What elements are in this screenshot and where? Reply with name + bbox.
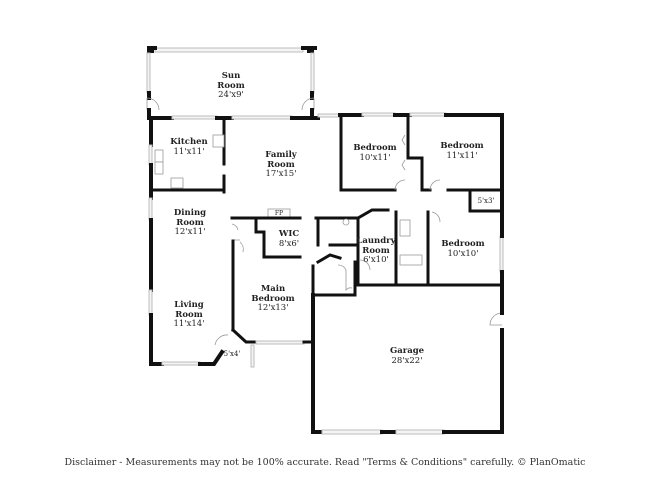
room-living-room: Living Room 11'x14' [173,300,205,330]
room-sun-room: Sun Room 24'x9' [217,71,245,101]
disclaimer-text: Disclaimer - Measurements may not be 100… [64,457,586,468]
room-dimensions: 11'x14' [173,319,205,329]
room-dimensions: 10'x10' [447,248,479,259]
room-dimensions: 17'x15' [265,169,297,179]
room-dimensions: 24'x9' [218,90,244,100]
room-name: Room [362,245,390,256]
fireplace-label: FP [275,209,283,219]
room-name: Room [175,309,203,320]
room-bedroom-3: Bedroom 10'x10' [441,239,485,259]
room-name: Bedroom [251,293,295,304]
room-name: Sun [221,71,241,81]
room-dimensions: 10'x11' [359,152,391,163]
room-main-bedroom: Main Bedroom 12'x13' [251,284,295,314]
room-name: Living [174,300,204,310]
room-dimensions: 5'x4' [223,350,241,358]
room-name: Bedroom [441,239,485,249]
room-dining-room: Dining Room 12'x11' [173,208,207,238]
room-name: Bedroom [353,143,397,153]
room-laundry-room: Laundry Room 6'x10' [356,236,396,266]
room-closet-5x4: 5'x4' [224,350,241,360]
room-name: Room [176,217,204,228]
room-name: Dining [173,208,207,218]
room-dimensions: 11'x11' [173,146,205,157]
room-dimensions: 8'x6' [278,238,300,249]
room-closet-5x3: 5'x3' [478,197,495,207]
room-family-room: Family Room 17'x15' [265,150,297,180]
room-name: Bedroom [440,141,484,151]
room-bedroom-1: Bedroom 10'x11' [353,143,397,163]
room-dimensions: 12'x13' [257,303,289,313]
room-dimensions: 12'x11' [174,227,206,237]
room-kitchen: Kitchen 11'x11' [170,137,208,157]
room-name: Family [265,150,297,160]
room-bedroom-2: Bedroom 11'x11' [440,141,484,161]
room-name: Room [267,159,295,170]
room-name: FP [274,210,284,217]
room-dimensions: 6'x10' [363,255,389,265]
main-house-walls [147,112,504,435]
room-name: Laundry [356,236,396,246]
room-dimensions: 11'x11' [446,150,478,161]
room-name: Main [260,284,286,294]
sun-room-walls [146,46,317,120]
room-name: Garage [389,346,425,356]
room-garage: Garage 28'x22' [389,346,425,366]
room-name: WIC [278,229,300,239]
room-dimensions: 28'x22' [391,355,423,366]
room-name: Room [217,80,245,91]
room-dimensions: 5'x3' [477,197,495,205]
room-wic: WIC 8'x6' [278,229,300,249]
room-name: Kitchen [170,137,208,147]
